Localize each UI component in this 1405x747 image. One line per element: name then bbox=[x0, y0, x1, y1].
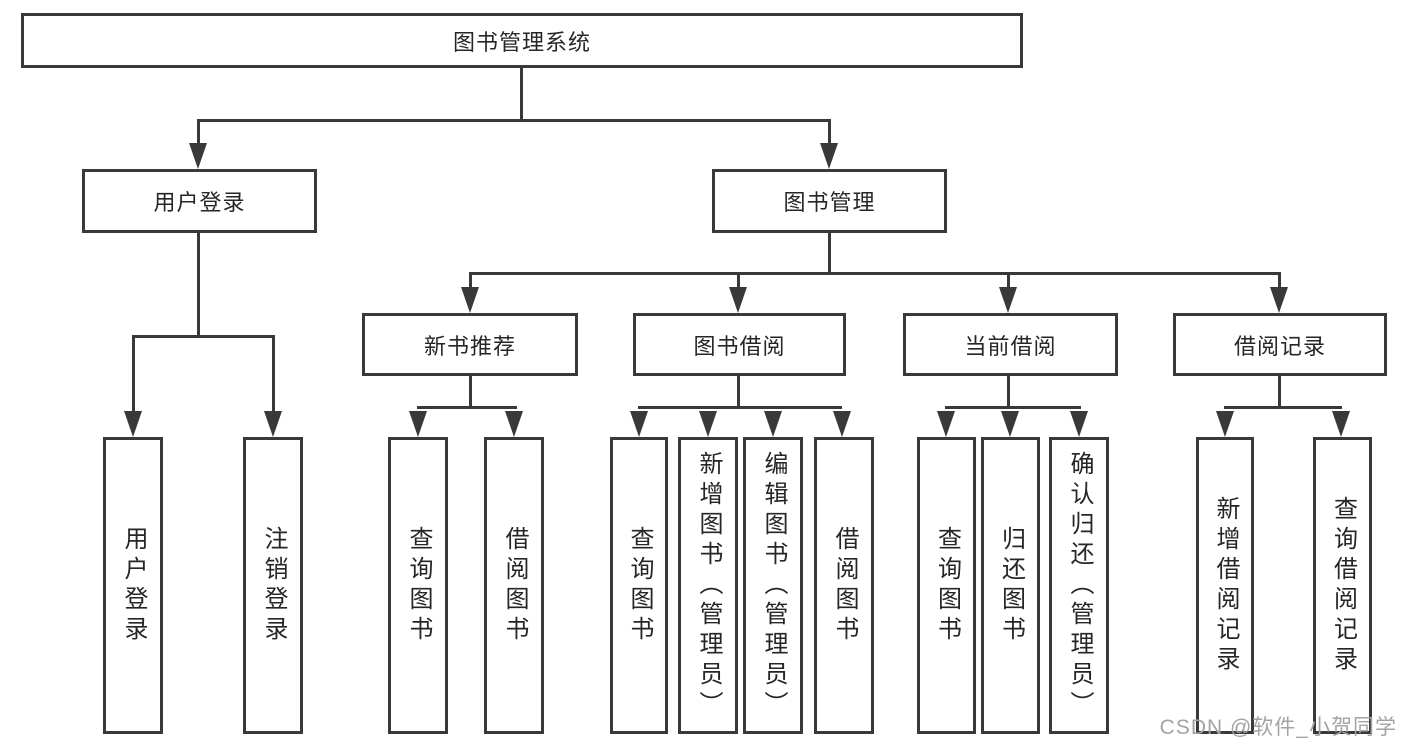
arrow-down-icon bbox=[124, 411, 142, 437]
node-new-book-recommend-label: 新书推荐 bbox=[423, 333, 516, 359]
arrow-down-icon bbox=[630, 411, 648, 437]
connector-line bbox=[737, 376, 740, 409]
leaf-edit-books-admin-label: 编辑图书（管理员） bbox=[760, 450, 787, 721]
node-borrow-records: 借阅记录 bbox=[1173, 313, 1387, 376]
node-book-borrowing-label: 图书借阅 bbox=[693, 333, 786, 359]
arrow-down-icon bbox=[505, 411, 523, 437]
csdn-watermark: CSDN @软件_小贺同学 bbox=[1159, 716, 1397, 739]
arrow-down-icon bbox=[999, 287, 1017, 313]
connector-line bbox=[197, 233, 200, 337]
leaf-return-books-label: 归还图书 bbox=[997, 525, 1025, 646]
arrow-down-icon bbox=[820, 143, 838, 169]
node-book-management-label: 图书管理 bbox=[783, 190, 876, 215]
leaf-recommend-query-books: 查询图书 bbox=[388, 437, 448, 734]
node-current-borrowing: 当前借阅 bbox=[903, 313, 1118, 376]
leaf-logout-label: 注销登录 bbox=[260, 525, 287, 646]
node-user-login-label: 用户登录 bbox=[153, 190, 246, 215]
connector-line bbox=[1278, 376, 1281, 409]
leaf-confirm-return-admin-label: 确认归还（管理员） bbox=[1066, 450, 1093, 721]
arrow-down-icon bbox=[1270, 287, 1288, 313]
connector-line bbox=[469, 272, 472, 290]
leaf-borrowing-query-books: 查询图书 bbox=[610, 437, 668, 734]
connector-line bbox=[197, 119, 831, 122]
connector-line bbox=[272, 335, 275, 413]
leaf-edit-books-admin: 编辑图书（管理员） bbox=[743, 437, 803, 734]
connector-line bbox=[1278, 272, 1281, 290]
node-book-borrowing: 图书借阅 bbox=[633, 313, 846, 376]
connector-line bbox=[737, 272, 740, 290]
connector-line bbox=[638, 406, 842, 409]
leaf-query-borrow-record: 查询借阅记录 bbox=[1313, 437, 1372, 734]
connector-line bbox=[828, 119, 831, 149]
arrow-down-icon bbox=[264, 411, 282, 437]
node-root-label: 图书管理系统 bbox=[452, 29, 591, 55]
connector-line bbox=[520, 68, 523, 120]
leaf-return-books: 归还图书 bbox=[981, 437, 1040, 734]
node-new-book-recommend: 新书推荐 bbox=[362, 313, 578, 376]
leaf-recommend-query-books-label: 查询图书 bbox=[405, 525, 432, 646]
connector-line bbox=[469, 376, 472, 409]
leaf-user-login: 用户登录 bbox=[103, 437, 163, 734]
connector-line bbox=[197, 119, 200, 149]
leaf-borrowing-borrow-books-label: 借阅图书 bbox=[831, 525, 858, 646]
connector-line bbox=[132, 335, 135, 413]
leaf-user-login-label: 用户登录 bbox=[120, 525, 147, 646]
arrow-down-icon bbox=[1216, 411, 1234, 437]
arrow-down-icon bbox=[409, 411, 427, 437]
leaf-add-books-admin: 新增图书（管理员） bbox=[678, 437, 738, 734]
node-root: 图书管理系统 bbox=[21, 13, 1023, 68]
connector-line bbox=[945, 406, 1081, 409]
arrow-down-icon bbox=[1001, 411, 1019, 437]
connector-line bbox=[132, 335, 275, 338]
connector-line bbox=[417, 406, 517, 409]
arrow-down-icon bbox=[699, 411, 717, 437]
arrow-down-icon bbox=[764, 411, 782, 437]
connector-line bbox=[469, 272, 1281, 275]
leaf-borrowing-borrow-books: 借阅图书 bbox=[814, 437, 874, 734]
arrow-down-icon bbox=[937, 411, 955, 437]
connector-line bbox=[1007, 272, 1010, 290]
arrow-down-icon bbox=[729, 287, 747, 313]
connector-line bbox=[828, 233, 831, 274]
arrow-down-icon bbox=[1070, 411, 1088, 437]
leaf-current-query-books-label: 查询图书 bbox=[933, 525, 961, 646]
node-user-login: 用户登录 bbox=[82, 169, 317, 233]
leaf-current-query-books: 查询图书 bbox=[917, 437, 976, 734]
leaf-borrowing-query-books-label: 查询图书 bbox=[626, 525, 653, 646]
node-current-borrowing-label: 当前借阅 bbox=[964, 333, 1057, 359]
leaf-add-borrow-record: 新增借阅记录 bbox=[1196, 437, 1254, 734]
arrow-down-icon bbox=[1332, 411, 1350, 437]
leaf-add-borrow-record-label: 新增借阅记录 bbox=[1212, 495, 1239, 676]
node-borrow-records-label: 借阅记录 bbox=[1233, 333, 1326, 359]
leaf-logout: 注销登录 bbox=[243, 437, 303, 734]
leaf-add-books-admin-label: 新增图书（管理员） bbox=[695, 450, 722, 721]
arrow-down-icon bbox=[189, 143, 207, 169]
arrow-down-icon bbox=[833, 411, 851, 437]
leaf-confirm-return-admin: 确认归还（管理员） bbox=[1049, 437, 1109, 734]
node-book-management: 图书管理 bbox=[712, 169, 947, 233]
leaf-recommend-borrow-books-label: 借阅图书 bbox=[501, 525, 528, 646]
connector-line bbox=[1224, 406, 1342, 409]
connector-line bbox=[1007, 376, 1010, 409]
leaf-query-borrow-record-label: 查询借阅记录 bbox=[1329, 495, 1357, 676]
leaf-recommend-borrow-books: 借阅图书 bbox=[484, 437, 544, 734]
arrow-down-icon bbox=[461, 287, 479, 313]
